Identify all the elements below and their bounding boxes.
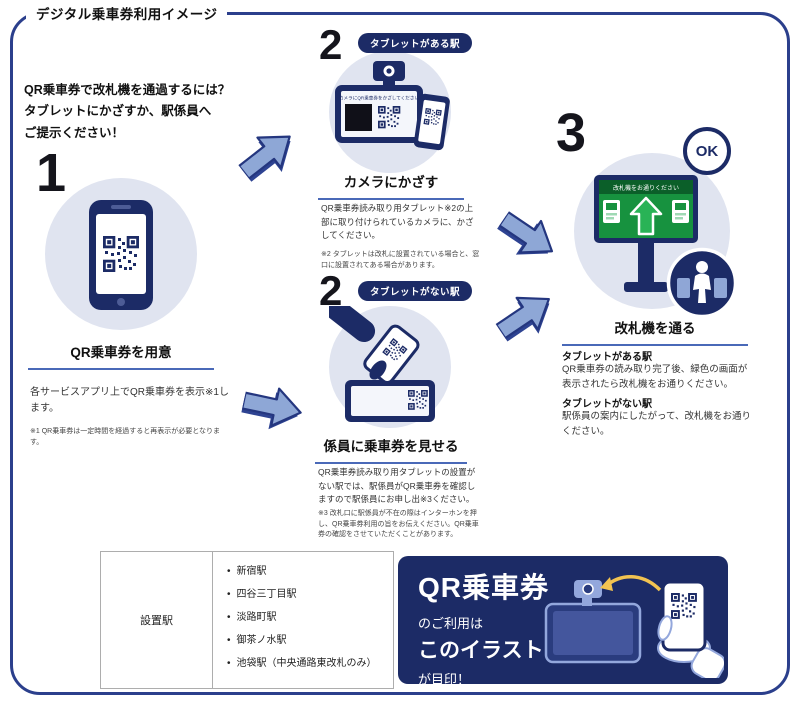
step3-no-tablet-subtitle: タブレットがない駅: [562, 399, 652, 410]
step1-number: 1: [36, 143, 67, 203]
step3-no-tablet-body: 駅係員の案内にしたがって、改札機をお通りください。: [562, 411, 752, 438]
phone-near-tablet-icon: [413, 93, 450, 151]
show-ticket-to-staff-icon: [313, 289, 435, 422]
banner-line2: のご利用は: [418, 616, 484, 631]
station-item: 淡路町駅: [227, 611, 389, 625]
gate-monitor-icon: 改札機をお通りください: [594, 175, 698, 292]
page-border: [10, 12, 790, 695]
step3-tablet-body: QR乗車券の読み取り完了後、緑色の画面が表示されたら改札機をお通りください。: [562, 364, 748, 391]
intro-line-2: タブレットにかざすか、駅係員へ: [24, 104, 212, 119]
step3-tablet-subtitle: タブレットがある駅: [562, 352, 652, 363]
step2-tablet-heading: カメラにかざす: [318, 171, 464, 200]
qr-ticket-banner: QR乗車券 のご利用は このイラスト が目印！: [398, 556, 728, 684]
step2-tablet-body: QR乗車券読み取り用タブレット※2の上部に取り付けられているカメラに、かざしてく…: [321, 203, 474, 241]
step2-no-tablet-heading: 係員に乗車券を見せる: [315, 435, 467, 464]
step2-tablet-number: 2: [319, 21, 343, 68]
step1-body: 各サービスアプリ上でQR乗車券を表示※1します。: [30, 387, 229, 414]
station-item: 池袋駅（中央通路東改札のみ）: [227, 657, 389, 671]
intro-line-1: QR乗車券で改札機を通過するには？: [24, 83, 231, 97]
banner-text: QR乗車券 のご利用は このイラスト が目印！: [418, 566, 549, 684]
step2-tablet-illustration: カメラにQR乗車券をかざしてください: [329, 51, 451, 173]
step3-illustration: 改札機をお通りください: [574, 153, 730, 309]
station-item: 四谷三丁目駅: [227, 588, 389, 602]
green-up-arrow-icon: [629, 196, 663, 236]
step2-no-tablet-note: ※3 改札口に駅係員が不在の際はインターホンを押し、QR乗車券利用の旨をお伝えく…: [318, 510, 479, 538]
station-table-label: 設置駅: [101, 552, 213, 688]
step1-heading: QR乗車券を用意: [28, 341, 214, 370]
station-item: 御茶ノ水駅: [227, 634, 389, 648]
banner-line4: が目印！: [418, 672, 471, 684]
station-list: 新宿駅 四谷三丁目駅 淡路町駅 御茶ノ水駅 池袋駅（中央通路東改札のみ）: [213, 552, 393, 688]
intro-text: QR乗車券で改札機を通過するには？ タブレットにかざすか、駅係員へ ご提示くださ…: [24, 80, 268, 144]
step3-number: 3: [556, 103, 587, 163]
gate-screen-text: 改札機をお通りください: [613, 184, 679, 192]
installed-stations-table: 設置駅 新宿駅 四谷三丁目駅 淡路町駅 御茶ノ水駅 池袋駅（中央通路東改札のみ）: [100, 551, 394, 689]
step2-tablet-note: ※2 タブレットは改札に設置されている場合と、窓口に設置されてある場合があります…: [321, 251, 480, 269]
intro-line-3: ご提示ください！: [24, 125, 125, 140]
step2-no-tablet-illustration: [313, 289, 451, 428]
banner-illustration: [544, 575, 724, 678]
ok-badge: OK: [683, 127, 731, 175]
step2-no-tablet-number: 2: [319, 267, 343, 314]
tablet-screen-text: カメラにQR乗車券をかざしてください: [339, 95, 420, 102]
passenger-gate-icon: [666, 247, 738, 319]
arm-icon: [313, 289, 376, 343]
curved-arrow-icon: [604, 575, 662, 592]
banner-line3: このイラスト: [418, 639, 544, 662]
badge-no-tablet-station: タブレットがない駅: [358, 281, 473, 301]
smartphone-qr-icon: [89, 200, 153, 310]
step2-no-tablet-body: QR乗車券読み取り用タブレットの設置がない駅では、駅係員がQR乗車券を確認します…: [318, 467, 476, 505]
station-item: 新宿駅: [227, 565, 389, 579]
page-title: デジタル乗車券利用イメージ: [26, 3, 228, 23]
tablet-camera-icon: カメラにQR乗車券をかざしてください: [335, 61, 450, 151]
banner-tablet-icon: [544, 580, 642, 664]
banner-title: QR乗車券: [418, 572, 550, 603]
step1-illustration: [45, 178, 197, 330]
badge-tablet-station: タブレットがある駅: [358, 33, 473, 53]
step1-note: ※1 QR乗車券は一定時間を経過すると再表示が必要となります。: [30, 428, 220, 446]
step3-heading: 改札機を通る: [562, 317, 748, 346]
banner-hand-phone-icon: [657, 580, 724, 678]
